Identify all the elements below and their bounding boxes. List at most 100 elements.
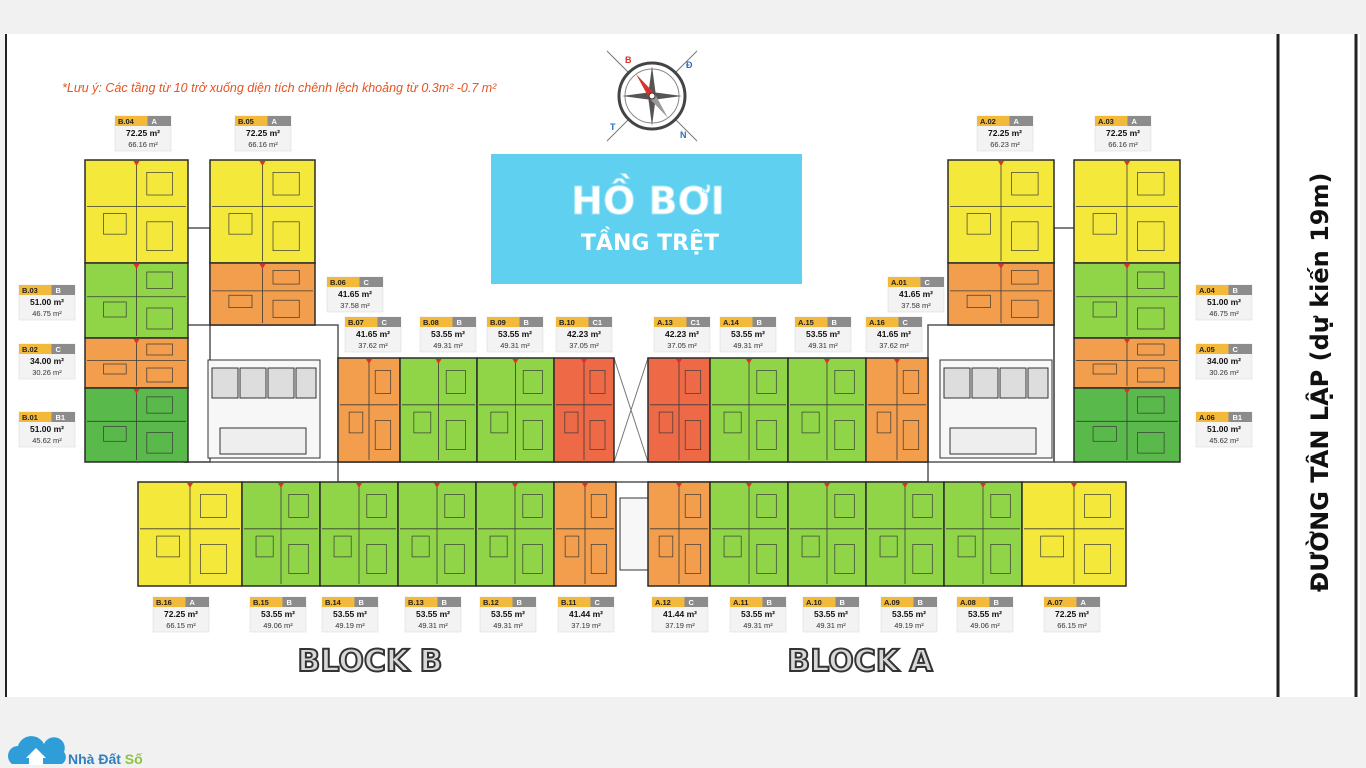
unit-code: B.09 [490, 318, 506, 327]
unit-code: A.06 [1199, 413, 1215, 422]
unit-net-area: 37.62 m² [358, 341, 388, 350]
unit-type: B [756, 318, 762, 327]
apartment-units [84, 159, 1181, 587]
unit-b-08 [399, 357, 478, 463]
unit-area: 41.65 m² [877, 329, 911, 339]
unit-a-14 [709, 357, 789, 463]
unit-area: 51.00 m² [30, 297, 64, 307]
unit-a-13 [647, 357, 711, 463]
entrance-marker [824, 483, 830, 488]
unit-code: A.04 [1199, 286, 1216, 295]
unit-a-11 [709, 481, 789, 587]
unit-area: 53.55 m² [731, 329, 765, 339]
unit-code: B.04 [118, 117, 135, 126]
entrance-marker [746, 359, 752, 364]
unit-net-area: 49.31 m² [816, 621, 846, 630]
unit-area: 53.55 m² [968, 609, 1002, 619]
entrance-marker [133, 339, 140, 344]
unit-a-16 [865, 357, 929, 463]
unit-code: A.03 [1098, 117, 1114, 126]
unit-type: B [456, 318, 462, 327]
entrance-marker [676, 359, 682, 364]
unit-net-area: 49.31 m² [808, 341, 838, 350]
unit-net-area: 30.26 m² [32, 368, 62, 377]
unit-a-06 [1073, 387, 1181, 463]
unit-b-05 [209, 159, 316, 264]
unit-type: B1 [1232, 413, 1242, 422]
unit-area: 42.23 m² [567, 329, 601, 339]
unit-net-area: 49.31 m² [500, 341, 530, 350]
unit-area: 72.25 m² [1055, 609, 1089, 619]
unit-area: 34.00 m² [1207, 356, 1241, 366]
unit-area: 41.65 m² [338, 289, 372, 299]
unit-type: B [1232, 286, 1238, 295]
unit-a-12 [647, 481, 711, 587]
unit-code: B.02 [22, 345, 38, 354]
unit-a-01 [947, 262, 1055, 326]
unit-code: A.10 [806, 598, 822, 607]
unit-area: 53.55 m² [416, 609, 450, 619]
unit-net-area: 49.06 m² [970, 621, 1000, 630]
unit-net-area: 49.19 m² [894, 621, 924, 630]
unit-a-15 [787, 357, 867, 463]
unit-code: B.05 [238, 117, 254, 126]
unit-type: C1 [690, 318, 700, 327]
entrance-marker [366, 359, 372, 364]
unit-code: A.14 [723, 318, 740, 327]
unit-area: 72.25 m² [988, 128, 1022, 138]
unit-type: B [286, 598, 292, 607]
unit-area: 51.00 m² [1207, 297, 1241, 307]
unit-code: B.16 [156, 598, 172, 607]
unit-area: 72.25 m² [164, 609, 198, 619]
unit-code: A.12 [655, 598, 671, 607]
unit-net-area: 37.19 m² [665, 621, 695, 630]
unit-b-10 [553, 357, 615, 463]
unit-b-02 [84, 337, 189, 389]
unit-net-area: 66.23 m² [990, 140, 1020, 149]
entrance-marker [1124, 339, 1130, 344]
unit-b-13 [397, 481, 477, 587]
unit-code: B.10 [559, 318, 575, 327]
unit-a-08 [943, 481, 1023, 587]
compass-icon: B Đ T N [606, 50, 698, 142]
unit-type: C [55, 345, 61, 354]
unit-b-07 [337, 357, 401, 463]
entrance-marker [894, 359, 900, 364]
unit-area: 53.55 m² [498, 329, 532, 339]
site-logo: Nhà Đất Số [7, 736, 143, 767]
entrance-marker [187, 483, 193, 488]
unit-code: B.15 [253, 598, 269, 607]
compass-s: N [680, 130, 687, 140]
unit-code: B.01 [22, 413, 38, 422]
unit-net-area: 37.62 m² [879, 341, 909, 350]
entrance-marker [676, 483, 682, 488]
unit-area: 41.44 m² [663, 609, 697, 619]
unit-net-area: 66.16 m² [1108, 140, 1138, 149]
unit-area: 42.23 m² [665, 329, 699, 339]
unit-b-06 [209, 262, 316, 326]
unit-area: 72.25 m² [1106, 128, 1140, 138]
unit-type: A [1013, 117, 1019, 126]
road-label: ĐƯỜNG TÂN LẬP (dự kiến 19m) [1304, 173, 1334, 592]
unit-code: B.13 [408, 598, 424, 607]
entrance-marker [434, 483, 440, 488]
unit-net-area: 66.15 m² [1057, 621, 1087, 630]
unit-code: B.07 [348, 318, 364, 327]
unit-code: A.11 [733, 598, 748, 607]
unit-net-area: 49.06 m² [263, 621, 293, 630]
unit-type: B [516, 598, 522, 607]
unit-area: 41.65 m² [899, 289, 933, 299]
